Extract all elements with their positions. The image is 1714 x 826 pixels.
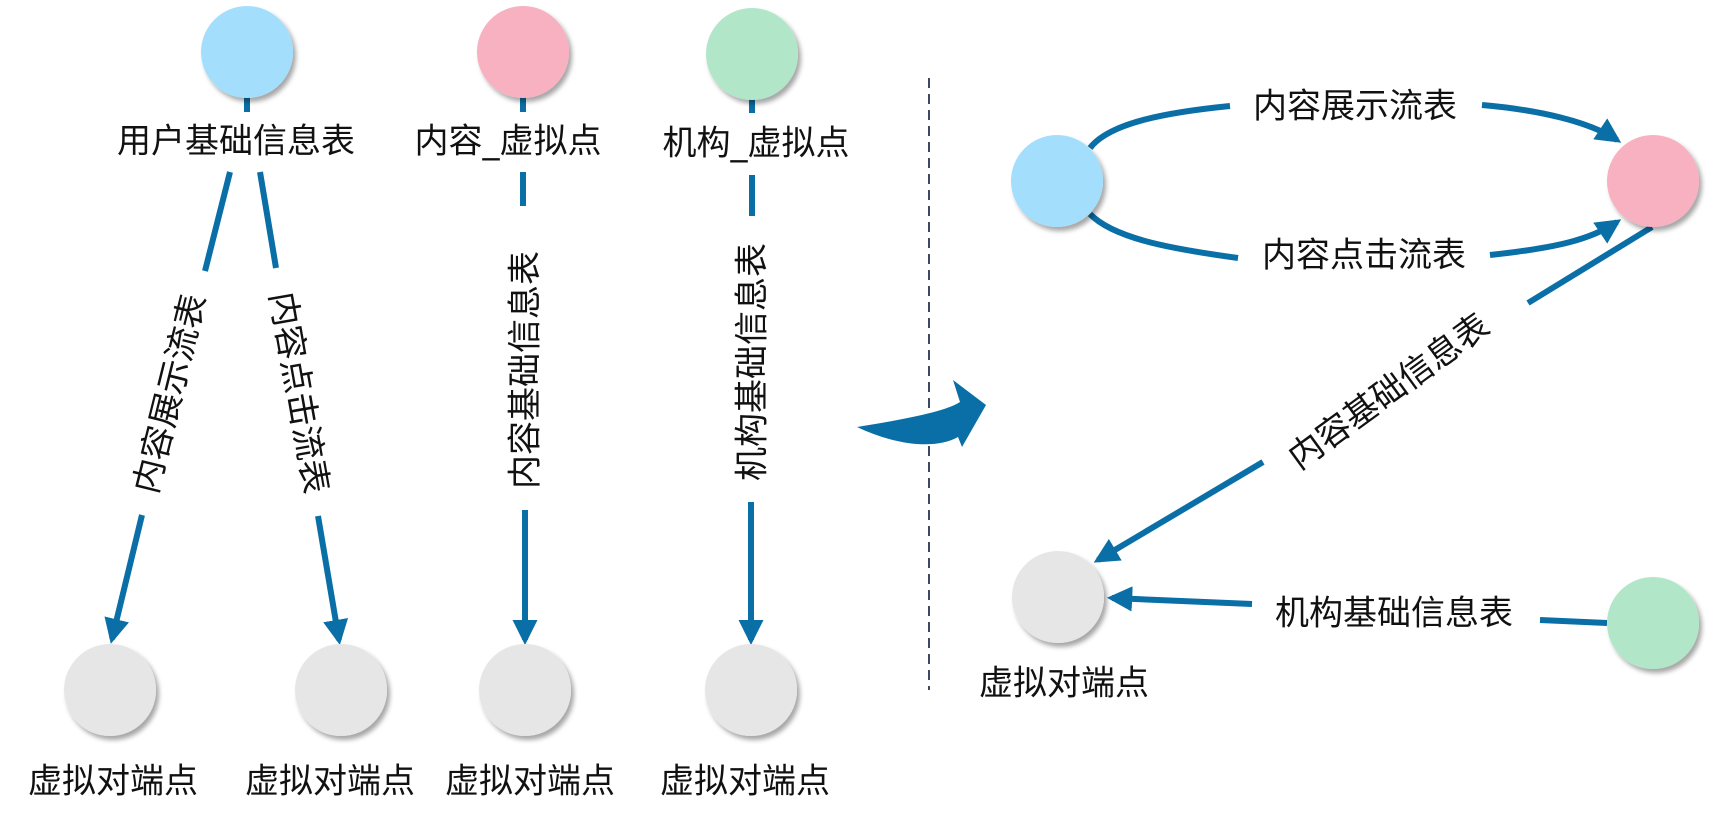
right-edge-content-display: 内容展示流表 — [1087, 87, 1622, 150]
left-edge-content-display: 内容展示流表 — [104, 97, 250, 644]
edge-segment-upper — [1526, 224, 1654, 306]
right-edge-content-click: 内容点击流表 — [1087, 211, 1622, 276]
node-label: 虚拟对端点 — [445, 762, 615, 802]
node-circle[interactable] — [479, 644, 571, 736]
edge-segment-upper — [202, 171, 233, 272]
edge-segment-right — [1481, 102, 1622, 143]
node-label: 虚拟对端点 — [245, 762, 415, 802]
edge-label: 机构基础信息表 — [1275, 594, 1513, 634]
node-label: 虚拟对端点 — [660, 762, 830, 802]
right-edge-content-basic: 内容基础信息表 — [1093, 224, 1654, 563]
right-node-content[interactable] — [1607, 135, 1699, 227]
left-edge-content-basic: 内容基础信息表 — [506, 97, 546, 646]
left-edge-org-basic: 机构基础信息表 — [733, 99, 773, 646]
edge-label: 内容展示流表 — [126, 290, 214, 498]
edge-segment-lower — [1093, 459, 1265, 563]
edge-segment-left — [1106, 586, 1253, 612]
left-edge-content-click: 内容点击流表 — [257, 171, 349, 645]
node-label: 机构_虚拟点 — [663, 124, 850, 164]
edge-label: 内容基础信息表 — [1281, 306, 1497, 478]
edge-label: 内容展示流表 — [1253, 87, 1457, 127]
node-label: 虚拟对端点 — [979, 664, 1149, 704]
node-circle[interactable] — [706, 8, 798, 100]
node-circle[interactable] — [295, 644, 387, 736]
target-node-virtual-peer[interactable]: 虚拟对端点 — [245, 644, 415, 802]
right-node-virtual-peer[interactable]: 虚拟对端点 — [979, 551, 1149, 704]
right-node-user[interactable] — [1011, 135, 1103, 227]
node-label: 虚拟对端点 — [28, 762, 198, 802]
target-node-virtual-peer[interactable]: 虚拟对端点 — [28, 644, 198, 802]
target-node-virtual-peer[interactable]: 虚拟对端点 — [445, 644, 615, 802]
edge-segment-upper — [257, 171, 279, 269]
right-node-org[interactable] — [1607, 577, 1699, 669]
edge-label: 内容点击流表 — [1262, 236, 1466, 276]
edge-label: 机构基础信息表 — [733, 243, 773, 481]
edge-segment-left — [1087, 211, 1239, 261]
edge-segment-lower — [104, 514, 145, 644]
node-circle[interactable] — [705, 644, 797, 736]
node-circle[interactable] — [1012, 551, 1104, 643]
edge-label: 内容点击流表 — [261, 289, 336, 497]
edge-segment-right — [1489, 219, 1622, 258]
left-panel: 内容展示流表 内容点击流表 内容基础信息表 机构基础信息表 用户基础信息表 — [28, 6, 850, 802]
node-circle[interactable] — [477, 6, 569, 98]
node-label: 用户基础信息表 — [117, 122, 355, 162]
edge-segment-right — [1539, 617, 1608, 626]
right-edge-org-basic: 机构基础信息表 — [1106, 586, 1608, 634]
source-node-org-virtual[interactable]: 机构_虚拟点 — [663, 8, 850, 164]
edge-segment-left — [1087, 103, 1231, 150]
edge-label: 内容基础信息表 — [506, 251, 546, 489]
edge-segment-lower — [315, 515, 349, 645]
target-node-virtual-peer[interactable]: 虚拟对端点 — [660, 644, 830, 802]
curved-right-arrow-icon — [857, 380, 986, 447]
source-node-user[interactable]: 用户基础信息表 — [117, 6, 355, 162]
node-label: 内容_虚拟点 — [415, 122, 602, 162]
node-circle[interactable] — [64, 644, 156, 736]
right-panel: 内容展示流表 内容点击流表 内容基础信息表 机构基础信息表 虚拟对端点 — [979, 87, 1699, 704]
source-node-content-virtual[interactable]: 内容_虚拟点 — [415, 6, 602, 162]
node-circle[interactable] — [201, 6, 293, 98]
